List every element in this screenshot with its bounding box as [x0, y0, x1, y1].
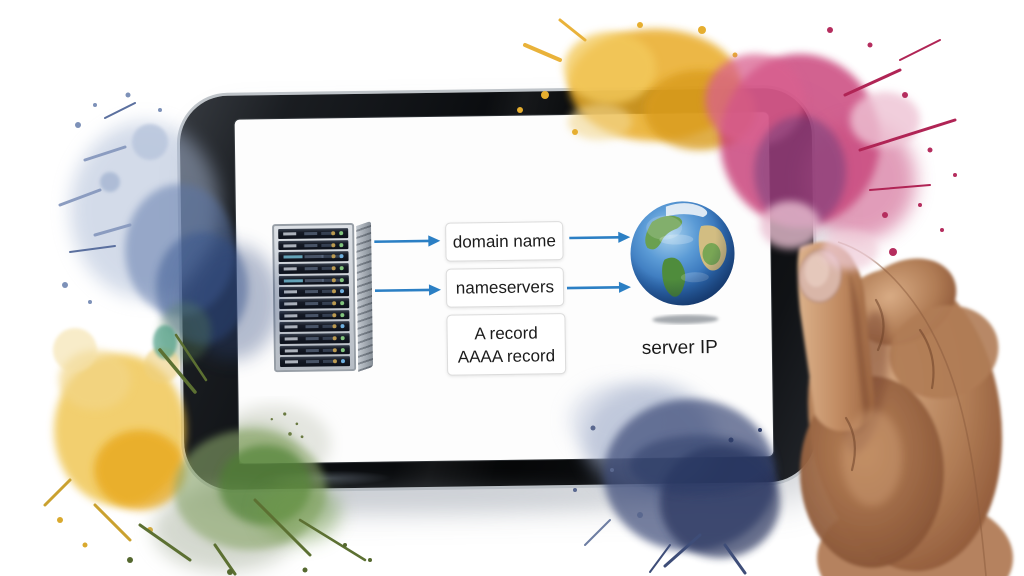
holding-hand-illustration [797, 241, 1013, 576]
watercolor-splash-bottom-left-yellow [43, 328, 186, 548]
tablet-device: domain name nameservers A record AAAA re… [179, 87, 817, 491]
tablet-screen: domain name nameservers A record AAAA re… [234, 112, 774, 488]
rack-shadow [259, 469, 392, 488]
screen-paint-dust [234, 404, 332, 464]
earth-globe-icon [626, 197, 740, 329]
